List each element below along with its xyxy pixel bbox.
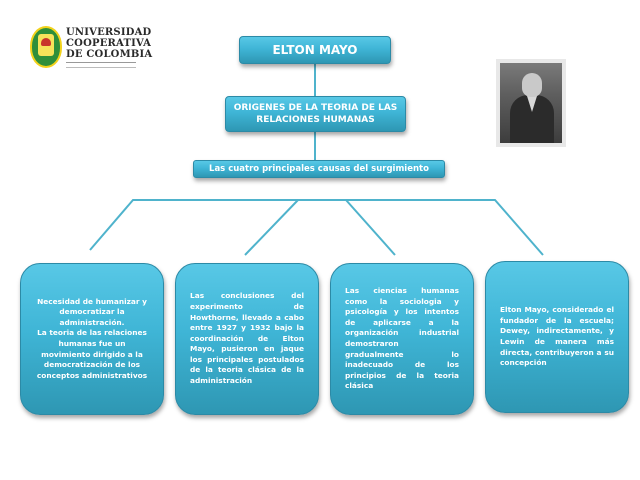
cause-card-1-line: La teoria de las relaciones [37, 328, 147, 338]
cause-card-1-line: movimiento dirigido a la [41, 349, 143, 359]
cause-card-2-text: Las conclusiones del experimento de Howt… [190, 291, 304, 386]
causes-header-box: Las cuatro principales causas del surgim… [193, 160, 445, 178]
origins-line-2: RELACIONES HUMANAS [256, 115, 375, 125]
cause-card-1-line: Necesidad de humanizar y [37, 296, 147, 306]
cause-card-3: Las ciencias humanas como la sociologia … [330, 263, 474, 415]
title-box: ELTON MAYO [239, 36, 391, 64]
title-text: ELTON MAYO [272, 43, 358, 57]
cause-card-1-line: administración. [59, 317, 125, 327]
connector-outer-branches [89, 199, 544, 256]
university-logo: UNIVERSIDAD COOPERATIVA DE COLOMBIA [28, 26, 152, 70]
connector-branch-3 [345, 199, 396, 256]
cause-card-4: Elton Mayo, considerado el fundador de l… [485, 261, 629, 413]
photo-figure-shirt [527, 96, 537, 112]
cause-card-2: Las conclusiones del experimento de Howt… [175, 263, 319, 415]
cause-card-1-line: conceptos administrativos [36, 370, 148, 380]
logo-line-3: DE COLOMBIA [66, 49, 153, 60]
connector-branch-2 [244, 199, 299, 256]
cause-card-1-text: Necesidad de humanizar y democratizar la… [35, 297, 149, 382]
cause-card-1-line: humanas fue un [58, 339, 126, 348]
logo-tagline [66, 62, 136, 68]
origins-box: ORIGENES DE LA TEORIA DE LAS RELACIONES … [225, 96, 406, 132]
cause-card-1-line: democratización de los [43, 360, 141, 370]
photo-frame [500, 63, 562, 143]
logo-line-2: COOPERATIVA [66, 38, 152, 49]
cause-card-4-text: Elton Mayo, considerado el fundador de l… [500, 305, 614, 368]
causes-header-text: Las cuatro principales causas del surgim… [209, 164, 429, 174]
cause-card-1: Necesidad de humanizar y democratizar la… [20, 263, 164, 415]
university-crest-icon [30, 26, 62, 68]
origins-line-1: ORIGENES DE LA TEORIA DE LAS [233, 103, 398, 113]
elton-mayo-photo [496, 59, 566, 147]
cause-card-3-text: Las ciencias humanas como la sociologia … [345, 286, 459, 391]
university-name: UNIVERSIDAD COOPERATIVA DE COLOMBIA [66, 27, 152, 60]
cause-card-1-line: democratizar la [59, 307, 125, 317]
photo-figure-head [522, 73, 542, 97]
logo-line-1: UNIVERSIDAD [66, 27, 152, 38]
